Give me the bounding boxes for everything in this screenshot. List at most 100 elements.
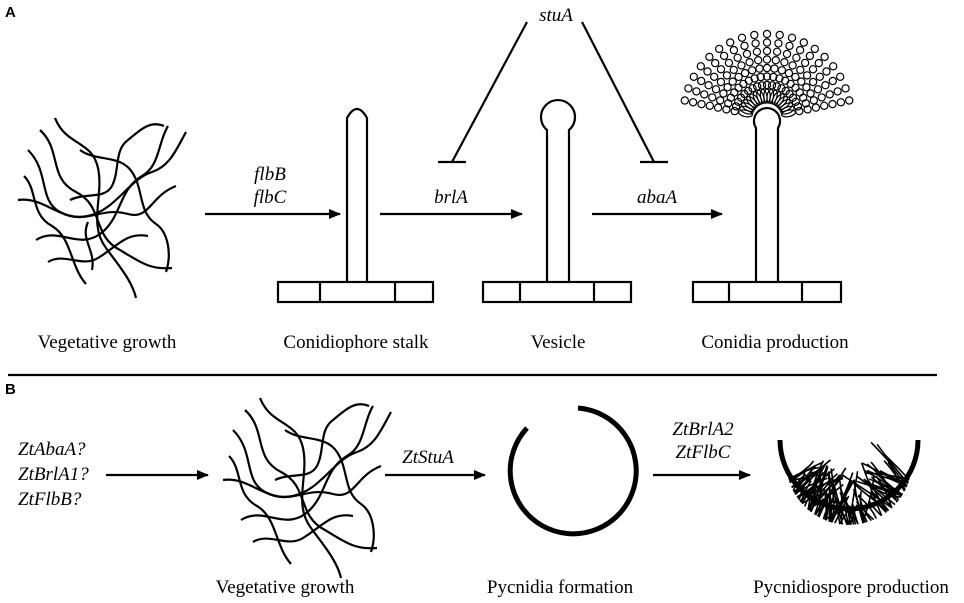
conidiophore-stalk-shape <box>276 107 435 304</box>
spore-hair <box>792 473 807 492</box>
conidium <box>688 98 698 107</box>
panel-a-label: A <box>5 4 16 21</box>
conidium <box>836 98 846 107</box>
spore-hair <box>863 478 896 506</box>
conidium <box>799 38 809 47</box>
conidium <box>696 62 706 71</box>
conidium <box>793 102 803 111</box>
spore-hair <box>843 475 893 509</box>
spore-hair <box>856 480 903 497</box>
conidium <box>753 82 762 91</box>
conidium <box>719 89 728 98</box>
spore-hair <box>791 471 816 488</box>
conidium <box>711 85 721 94</box>
conidium <box>795 45 805 55</box>
conidium <box>752 47 762 57</box>
conidium <box>740 41 749 51</box>
conidium <box>788 61 797 70</box>
pycnidia-ring <box>507 405 639 537</box>
conidium <box>705 101 715 111</box>
conidium <box>710 72 719 82</box>
pycnidiospore-shape <box>777 439 921 526</box>
conidium <box>751 39 760 48</box>
conidium <box>739 79 748 89</box>
conidium <box>704 80 713 90</box>
conidium <box>810 44 820 54</box>
conidium <box>802 71 812 80</box>
conidium <box>731 102 741 111</box>
conidium <box>719 51 729 61</box>
conidium <box>821 80 830 90</box>
conidium <box>705 52 714 62</box>
conidium <box>772 82 782 91</box>
conidium <box>680 96 690 105</box>
conidium <box>769 72 778 82</box>
conidium <box>772 47 782 57</box>
spore-hair <box>851 504 857 525</box>
conidium <box>767 81 777 90</box>
conidium <box>726 38 735 47</box>
conidium <box>724 58 734 68</box>
stage-vesicle: Vesicle <box>531 332 586 353</box>
conidium <box>737 61 746 70</box>
conidium <box>808 65 818 74</box>
conidium <box>791 72 800 82</box>
candidate-ztbrla1: ZtBrlA1? <box>18 464 89 485</box>
conidium <box>809 96 819 105</box>
stage-conidiophore-stalk: Conidiophore stalk <box>283 332 429 353</box>
conidium <box>754 56 763 65</box>
candidate-ztabaa: ZtAbaA? <box>18 439 86 460</box>
conidium <box>795 88 804 97</box>
conidium <box>785 41 794 51</box>
stage-vegetative-growth-b: Vegetative growth <box>216 577 355 598</box>
hyphae-network-a <box>17 117 187 299</box>
conidium <box>734 83 743 93</box>
spore-hair <box>868 501 882 517</box>
conidia-production-shape <box>680 29 854 304</box>
conidium <box>787 33 797 43</box>
gene-ztstua-label: ZtStuA <box>402 447 454 468</box>
spore-hair <box>814 498 824 516</box>
conidium <box>796 65 805 75</box>
conidium <box>813 85 823 94</box>
conidium <box>730 88 739 97</box>
gene-ztbrla2-label: ZtBrlA2 <box>672 419 734 440</box>
spore-hair <box>875 475 893 509</box>
gene-stua-label: stuA <box>539 5 573 26</box>
conidium <box>745 58 754 67</box>
conidium <box>829 62 838 71</box>
spore-hair <box>861 475 875 524</box>
conidium <box>836 72 845 82</box>
conidium <box>792 53 801 63</box>
gene-flbb-label: flbB <box>254 164 286 185</box>
conidium <box>845 96 854 105</box>
conidium <box>814 58 824 68</box>
conidium <box>689 72 699 82</box>
conidium <box>722 71 732 80</box>
conidium <box>808 77 818 87</box>
conidium <box>782 49 792 59</box>
conidium <box>697 99 706 109</box>
conidium <box>734 72 743 82</box>
conidium <box>729 65 738 75</box>
conidium <box>747 66 757 75</box>
conidium <box>801 99 811 108</box>
conidium <box>697 76 706 86</box>
conidium <box>757 81 767 90</box>
conidium <box>811 103 821 112</box>
conidium <box>740 68 750 78</box>
conidium <box>822 67 831 76</box>
stage-conidia-production: Conidia production <box>701 332 849 353</box>
gene-abaa-label: abaA <box>637 187 678 208</box>
conidium <box>730 106 739 116</box>
conidium <box>817 93 826 102</box>
conidium <box>684 84 693 93</box>
gene-brla-label: brlA <box>434 187 468 208</box>
spore-hair <box>887 462 908 487</box>
spore-hair <box>870 461 898 503</box>
conidium <box>715 44 724 54</box>
conidium <box>780 58 789 67</box>
conidium <box>755 64 764 73</box>
stage-vegetative-growth-a: Vegetative growth <box>38 332 177 353</box>
